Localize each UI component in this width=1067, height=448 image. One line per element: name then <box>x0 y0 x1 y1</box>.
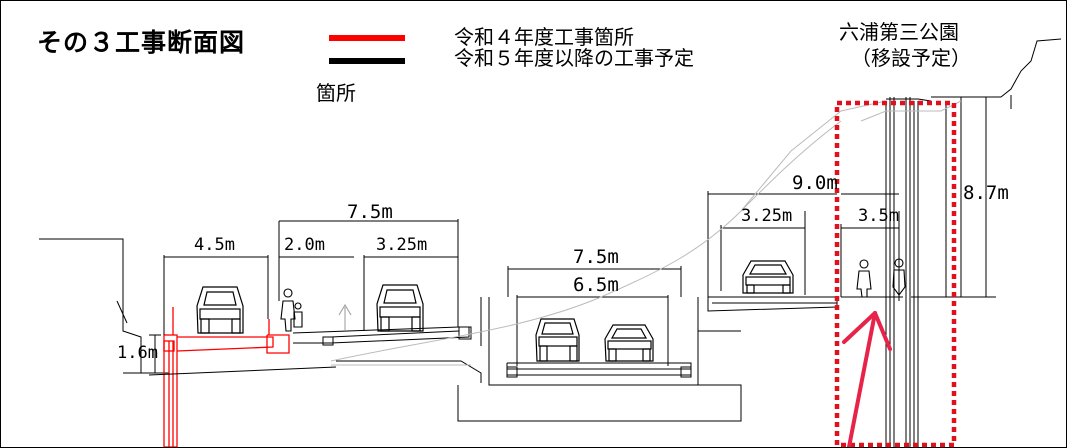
car-icon-2 <box>376 284 424 332</box>
park-name: 六浦第三公園 <box>839 20 959 44</box>
park-note: （移設予定） <box>851 46 971 70</box>
pedestrian-icon-left <box>280 288 303 332</box>
legend-item-future: 令和５年度以降の工事予定 <box>454 46 694 70</box>
legend-item-current: 令和４年度工事箇所 <box>454 25 634 49</box>
car-icon-3 <box>535 318 580 362</box>
dim-3-25-left: 3.25m <box>376 235 428 255</box>
park-label: 六浦第三公園 （移設予定） <box>839 19 1029 71</box>
right-retaining-wall <box>885 38 1062 447</box>
left-ground <box>39 238 169 374</box>
work-location-arrow <box>842 311 892 447</box>
upper-right-road <box>707 191 903 312</box>
figure-title: その３工事断面図 <box>37 28 246 57</box>
car-icon-5 <box>742 260 794 294</box>
car-icon-4 <box>604 324 654 362</box>
left-upper-road <box>148 219 482 383</box>
legend-swatch-red <box>329 35 405 41</box>
current-work-wall <box>163 307 290 447</box>
legend-swatch-black <box>329 58 405 64</box>
dim-9-0: 9.0m <box>792 172 838 194</box>
pedestrian-icon-right <box>856 258 906 298</box>
dim-8-7: 8.7m <box>963 182 1009 204</box>
gray-guide-lines <box>330 100 962 366</box>
dim-7-5-mid: 7.5m <box>573 246 619 268</box>
legend: 令和４年度工事箇所 令和５年度以降の工事予定 <box>454 27 694 69</box>
dim-3-5: 3.5m <box>858 206 899 226</box>
dimension-lines <box>149 96 986 374</box>
dim-2-0: 2.0m <box>284 235 325 255</box>
car-icon-1 <box>196 286 244 334</box>
dim-7-5-top: 7.5m <box>347 201 393 223</box>
work-area-highlight <box>834 100 957 447</box>
dim-3-25-right: 3.25m <box>741 206 793 226</box>
center-lower-road <box>457 266 742 422</box>
dim-1-6: 1.6m <box>117 343 158 363</box>
legend-sub-label: 箇所 <box>316 81 356 105</box>
dim-4-5: 4.5m <box>194 235 235 255</box>
direction-mark <box>338 304 352 331</box>
dim-6-5: 6.5m <box>573 274 619 296</box>
